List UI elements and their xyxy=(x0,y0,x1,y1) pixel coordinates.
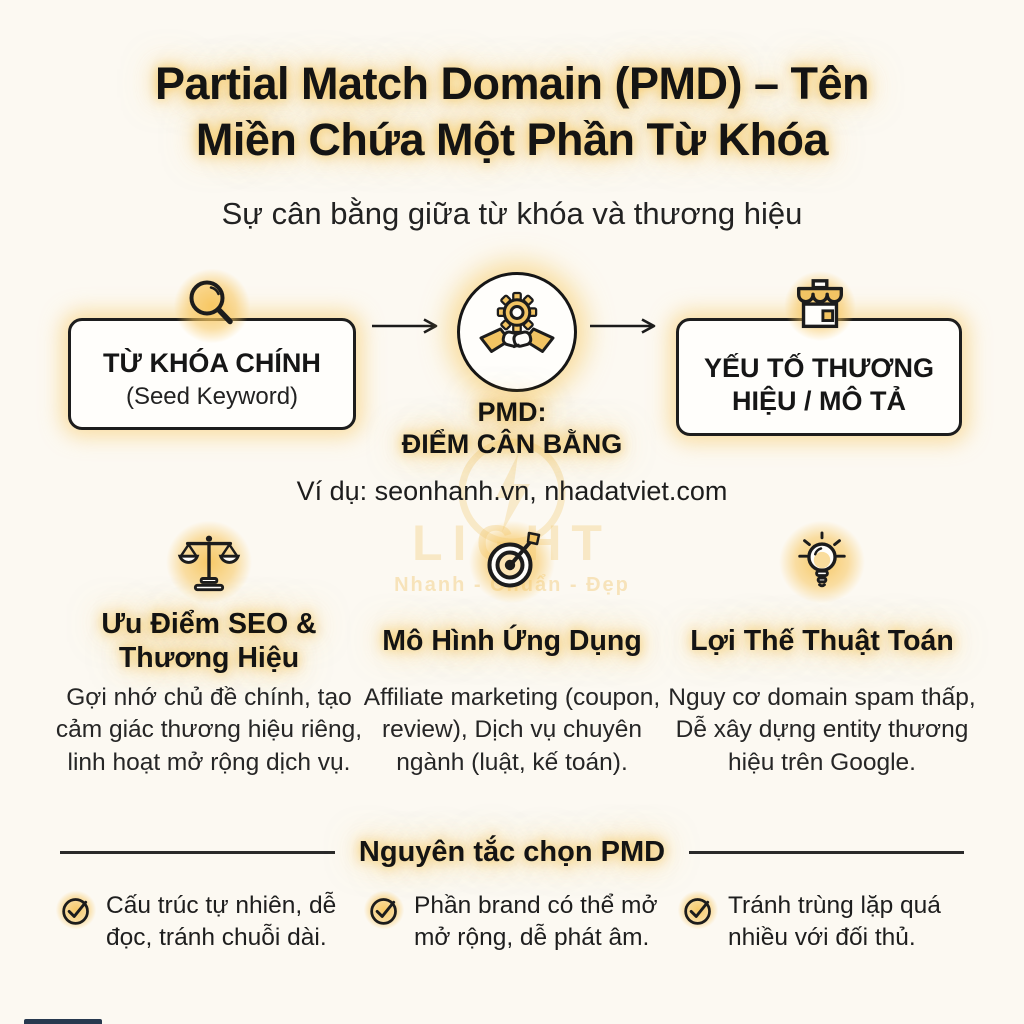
column-body: Gợi nhớ chủ đề chính, tạo cảm giác thươn… xyxy=(55,684,363,776)
principle-item: Phần brand có thể mở mở rộng, dễ phát âm… xyxy=(357,884,668,954)
column-seo-brand: Ưu Điểm SEO & Thương Hiệu Gợi nhớ chủ đề… xyxy=(44,508,374,779)
seed-keyword-box: TỪ KHÓA CHÍNH (Seed Keyword) xyxy=(68,318,356,430)
page-title-line2: Miền Chứa Một Phần Từ Khóa xyxy=(195,114,829,166)
brand-element-box: YẾU TỐ THƯƠNG HIỆU / MÔ TẢ xyxy=(676,318,962,436)
arrow-right-icon xyxy=(372,318,438,334)
divider-line-right xyxy=(689,851,964,854)
check-circle-icon xyxy=(49,884,103,936)
column-body: Nguy cơ domain spam thấp, Dễ xây dựng en… xyxy=(668,684,976,776)
page-title-line1: Partial Match Domain (PMD) – Tên xyxy=(154,58,870,109)
page-title: Partial Match Domain (PMD) – Tên Miền Ch… xyxy=(0,56,1024,169)
dart-target-icon xyxy=(456,508,568,616)
pmd-label-line2: ĐIỂM CÂN BẰNG xyxy=(401,429,623,460)
arrow-right-icon xyxy=(590,318,656,334)
principle-item: Tránh trùng lặp quá nhiều với đối thủ. xyxy=(671,884,976,954)
seed-keyword-subtitle: (Seed Keyword) xyxy=(125,383,299,411)
column-use-cases: Mô Hình Ứng Dụng Affiliate marketing (co… xyxy=(347,508,677,779)
column-title: Mô Hình Ứng Dụng xyxy=(382,625,642,658)
pmd-balance-circle xyxy=(457,272,577,392)
principle-text: Phần brand có thể mở mở rộng, dễ phát âm… xyxy=(414,892,658,951)
pmd-balance-label: PMD: ĐIỂM CÂN BẰNG xyxy=(392,396,632,461)
principle-item: Cấu trúc tự nhiên, dễ đọc, tránh chuỗi d… xyxy=(49,884,360,954)
pmd-label-line1: PMD: xyxy=(477,397,547,427)
storefront-icon xyxy=(773,261,867,351)
column-algorithm: Lợi Thế Thuật Toán Nguy cơ domain spam t… xyxy=(657,508,987,779)
page-subtitle: Sự cân bằng giữa từ khóa và thương hiệu xyxy=(221,196,803,231)
corner-accent-bar xyxy=(24,1019,102,1024)
example-text: Ví dụ: seonhanh.vn, nhadatviet.com xyxy=(296,476,728,506)
balance-scale-icon xyxy=(153,508,265,616)
brand-element-title: YẾU TỐ THƯƠNG HIỆU / MÔ TẢ xyxy=(704,353,934,416)
check-circle-icon xyxy=(671,884,725,936)
column-title: Lợi Thế Thuật Toán xyxy=(690,625,954,658)
principle-text: Tránh trùng lặp quá nhiều với đối thủ. xyxy=(728,892,941,951)
gear-handshake-icon xyxy=(479,291,555,353)
principle-text: Cấu trúc tự nhiên, dễ đọc, tránh chuỗi d… xyxy=(106,892,337,951)
magnifier-icon xyxy=(162,258,262,354)
column-title: Ưu Điểm SEO & Thương Hiệu xyxy=(101,608,317,674)
check-circle-icon xyxy=(357,884,411,936)
principles-divider: Nguyên tắc chọn PMD xyxy=(60,836,964,869)
principles-heading: Nguyên tắc chọn PMD xyxy=(358,836,666,868)
column-body: Affiliate marketing (coupon, review), Dị… xyxy=(363,684,661,776)
divider-line-left xyxy=(60,851,335,854)
lightbulb-icon xyxy=(766,508,878,616)
